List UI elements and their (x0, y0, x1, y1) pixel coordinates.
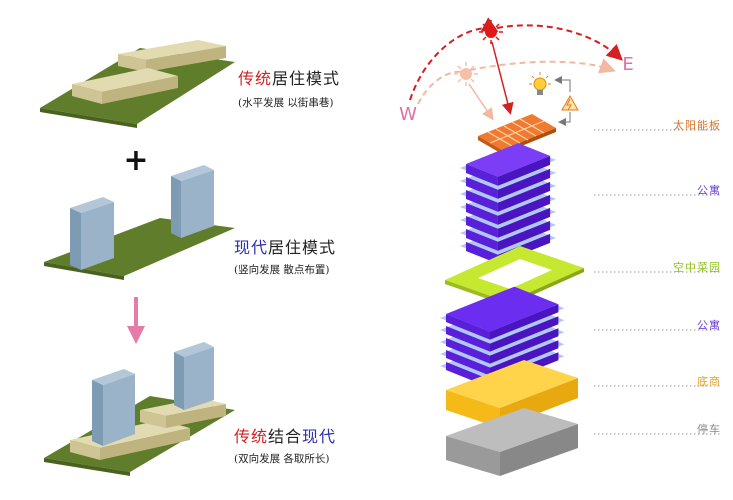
floor-face-left (466, 164, 498, 186)
plus-sign: + (123, 143, 148, 178)
light-bulb-icon (529, 72, 551, 95)
parking-layer (446, 408, 578, 476)
traditional-title: 传统居住模式 (238, 69, 341, 88)
compass-east: E (622, 54, 633, 75)
layer-label-solar: 太阳能板 (673, 119, 721, 132)
floor-face-right (497, 155, 551, 186)
summer-sun-icon (479, 20, 503, 44)
floor-face-left (466, 229, 498, 251)
floor-face-left (466, 203, 498, 225)
floor-face-right (490, 316, 559, 352)
winter-sun-icon (454, 62, 478, 86)
layer-label-sky-garden: 空中菜园 (673, 261, 721, 274)
traditional-mode-illustration (40, 40, 235, 128)
modern-subtitle: (竖向发展 散点布置) (234, 264, 330, 276)
floor-face-right (497, 207, 551, 238)
combined-title: 传统结合现代 (234, 427, 337, 446)
compass-west: W (399, 104, 417, 125)
upper-apartment-layer (460, 143, 557, 264)
floor-face-right (490, 328, 559, 364)
floor-face-left (466, 190, 498, 212)
layer-label-lower-apartment: 公寓 (697, 319, 721, 332)
layer-label-retail: 底商 (697, 375, 721, 388)
layer-label-parking: 停车 (697, 423, 721, 436)
floor-face-right (497, 194, 551, 225)
roof-top (466, 143, 551, 177)
floor-face-right (490, 304, 559, 340)
leader-lines (594, 129, 722, 435)
floor-face-left (446, 326, 490, 352)
lower-apartment-layer (440, 286, 565, 388)
sun-path-diagram (409, 17, 623, 126)
floor-face-right (497, 168, 551, 199)
traditional-subtitle: (水平发展 以街串巷) (238, 97, 334, 109)
combined-subtitle: (双向发展 各取所长) (234, 453, 330, 465)
floor-face-left (466, 242, 498, 264)
modern-mode-illustration (44, 165, 235, 280)
floor-face-right (497, 220, 551, 251)
power-generator-icon (561, 94, 579, 111)
floor-face-left (466, 177, 498, 199)
floor-face-left (466, 216, 498, 238)
floor-face-left (446, 350, 490, 376)
modern-title: 现代居住模式 (234, 238, 337, 257)
combined-mode-illustration (44, 342, 235, 476)
roof-top (446, 286, 559, 332)
combine-arrow (127, 297, 145, 344)
floor-face-right (497, 181, 551, 212)
floor-face-left (446, 314, 490, 340)
floor-face-left (446, 338, 490, 364)
layer-label-upper-apartment: 公寓 (697, 184, 721, 197)
